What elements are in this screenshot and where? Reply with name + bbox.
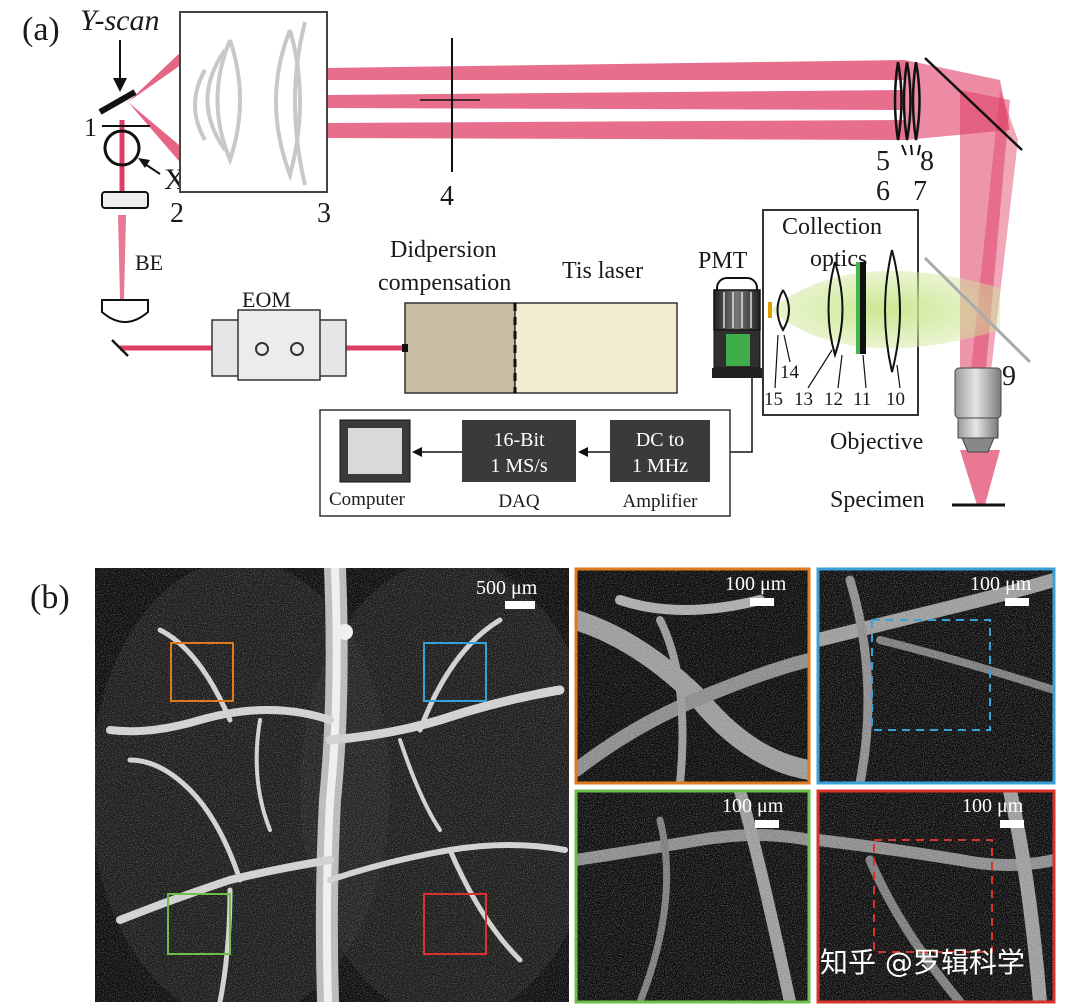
fold-mirror [111, 339, 129, 357]
scale-blue-label: 100 μm [970, 573, 1032, 595]
label-11: 11 [853, 389, 871, 410]
scale-main-bar [505, 601, 535, 609]
label-5: 5 [876, 146, 890, 177]
amplifier-box [610, 420, 710, 482]
label-1: 1 [84, 113, 97, 142]
amp-label: Amplifier [623, 491, 699, 512]
label-6: 6 [876, 176, 890, 207]
label-2: 2 [170, 198, 184, 229]
eom-label: EOM [242, 287, 291, 312]
daq-line-2: 1 MS/s [490, 455, 547, 477]
scale-main-label: 500 μm [476, 577, 538, 599]
scan-lens-box [179, 11, 328, 193]
label-13: 13 [794, 389, 813, 410]
objective-lens [954, 367, 1002, 453]
pmt [712, 277, 762, 378]
roi-orange [170, 642, 234, 702]
label-9: 9 [1002, 361, 1016, 392]
objective-label: Objective [830, 429, 923, 455]
amp-line-2: 1 MHz [632, 455, 688, 477]
specimen-label: Specimen [830, 487, 925, 513]
zoom-green: 100 μm [574, 789, 811, 1004]
zoom-red: 100 μm [816, 789, 1056, 1004]
daq-box [462, 420, 576, 482]
dichroic-mirror-9 [923, 256, 1032, 364]
zoom-orange: 100 μm [574, 567, 811, 785]
laser-beams [118, 48, 1018, 505]
dispersion-label-2: compensation [378, 270, 511, 296]
y-scan-arrowhead [113, 78, 127, 92]
panel-a-label: (a) [22, 11, 60, 48]
daq-line-1: 16-Bit [493, 429, 545, 451]
dispersion-compensation-box [404, 302, 516, 394]
collection-label-1: Collection [782, 214, 882, 240]
label-8: 8 [920, 146, 934, 177]
pmt-label: PMT [698, 248, 748, 274]
pmt-cable [722, 378, 753, 453]
watermark: 知乎 @罗辑科学 [820, 946, 1025, 979]
be-label: BE [135, 250, 163, 275]
label-12: 12 [824, 389, 843, 410]
beam-expander-lens-top [101, 191, 149, 209]
collection-lenses [776, 249, 901, 373]
label-7: 7 [913, 176, 927, 207]
roi-blue [423, 642, 487, 702]
scale-orange-label: 100 μm [725, 573, 787, 595]
label-4: 4 [440, 181, 454, 212]
daq-label: DAQ [498, 491, 539, 512]
amp-line-1: DC to [636, 429, 684, 451]
dichroic-mirror-top [924, 57, 1023, 151]
label-10: 10 [886, 389, 905, 410]
y-scan-mirror [98, 89, 137, 115]
y-scan-label: Y-scan [80, 4, 159, 37]
scan-lens-elements [193, 21, 307, 186]
computer-label: Computer [329, 489, 406, 510]
laser-label: Tis laser [562, 258, 643, 284]
beam-expander-lens-bottom [101, 299, 149, 323]
roi-green [167, 893, 231, 955]
label-14: 14 [780, 362, 800, 383]
filter-11 [860, 262, 866, 354]
roi-red [423, 893, 487, 955]
brain-overview-image: 500 μm [95, 568, 569, 1002]
x-scan-galvo [103, 129, 141, 167]
scale-red-label: 100 μm [962, 795, 1024, 817]
panel-b-label: (b) [30, 579, 70, 616]
eom-body [237, 309, 321, 381]
label-3: 3 [317, 198, 331, 229]
tis-laser-box [514, 302, 678, 394]
dispersion-label-1: Didpersion [390, 237, 497, 263]
scale-green-label: 100 μm [722, 795, 784, 817]
label-15: 15 [764, 389, 783, 410]
lens-group-5-8 [893, 61, 921, 141]
zoom-blue: 100 μm [816, 567, 1056, 785]
